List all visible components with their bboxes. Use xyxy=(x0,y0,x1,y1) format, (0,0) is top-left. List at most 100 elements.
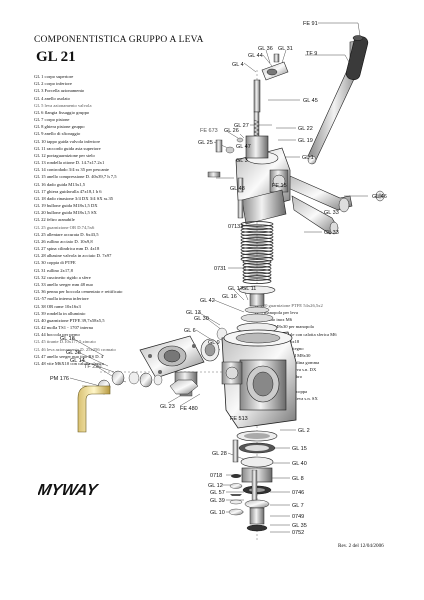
parts-list-item: GL 28 albasine valvola in acciaio D. 7x9… xyxy=(34,253,112,259)
page-title: COMPONENTISTICA GRUPPO A LEVA xyxy=(34,35,204,45)
label-gl57: GL 57 xyxy=(210,490,225,496)
label-gl4: GL 4 xyxy=(232,62,244,68)
parts-list-item: GL 14 controdado 3/4 ss 35 per pescante xyxy=(34,167,109,173)
parts-list-item: GL 8 ghiera pistone gruppo xyxy=(34,124,85,130)
spring-coil xyxy=(242,259,272,265)
label-0746: 0746 xyxy=(292,490,304,496)
parts-list-secondary-item: FE 91 vite M8x30 per manopola xyxy=(254,324,314,330)
parts-list-item: GL 19 bullone guida M18x1,5 DX xyxy=(34,203,98,209)
label-gl7: GL 7 xyxy=(292,503,304,509)
parts-list-item: GL 39 rondella in alluminio xyxy=(34,310,86,316)
parts-list-item: GL 3 Forcella azionamento xyxy=(34,88,85,94)
parts-list-item: GL 9 anello di sfioraggio xyxy=(34,131,81,137)
rings-gl9 xyxy=(200,327,228,362)
spring-coil xyxy=(240,227,274,234)
small-side-parts xyxy=(207,137,244,219)
outlet-fittings xyxy=(97,370,199,397)
label-fe673: FE 673 xyxy=(200,128,218,134)
spring-coil xyxy=(240,224,274,231)
label-gl33-b: GL 33 xyxy=(324,230,339,236)
label-fe480: FE 480 xyxy=(180,406,198,412)
label-gl1: GL 1 xyxy=(302,155,314,161)
logo-text: MYWAY xyxy=(38,481,100,499)
spring-coil xyxy=(240,243,274,250)
label-gl39: GL 39 xyxy=(210,498,225,504)
spring-coil xyxy=(240,233,274,240)
parts-list-item: GL 26 rullino acciaio D. 10x9,8 xyxy=(34,238,93,244)
parts-list-item: GL 17 ghiera guidavalla 47x18,1 h 6 xyxy=(34,188,102,194)
label-gl27: GL 27 xyxy=(234,123,249,129)
spring-coil xyxy=(242,271,272,278)
parts-list-item: GL 16 dado guida M13x1,5 xyxy=(34,181,85,187)
label-gl30: GL 30 xyxy=(194,316,209,322)
label-gl18: GL 18 xyxy=(60,336,75,342)
label-gl15: GL 15 xyxy=(292,446,307,452)
parts-list-secondary-item: FE 82 dado inox M6 xyxy=(254,317,293,323)
label-gl46: GL 46 xyxy=(372,194,387,200)
spring-coil xyxy=(240,237,274,243)
parts-list-item: GL 25 guarnizione OR D.74,5x6 xyxy=(34,224,95,230)
spring-coil xyxy=(242,262,272,269)
parts-list-item: GL 44 boccola per perno xyxy=(34,332,80,338)
parts-list-item: GL 1 corpo superiore xyxy=(34,74,74,79)
parts-list-item: GL 7 corpo pistone xyxy=(34,117,70,123)
label-gl42: GL 42 xyxy=(200,298,215,304)
parts-list-item: GL 42 molla TS1 - 1707 interna xyxy=(34,325,93,331)
parts-list-item: GL 40 guarnizione PTFE 39,7x58x5,5 xyxy=(34,317,105,323)
parts-list-item: GL 31 rullino 2x17,8 xyxy=(34,267,73,273)
lower-stack xyxy=(236,430,278,532)
parts-list-secondary-item: TF 9 manopola per leva xyxy=(254,310,298,316)
label-fe91: FE 91 xyxy=(303,21,318,27)
lever-handle xyxy=(307,35,369,165)
model-code: GL 21 xyxy=(36,49,76,65)
label-gl28: GL 28 xyxy=(212,451,227,457)
label-gl38: GL 38 xyxy=(66,350,81,356)
parts-list-secondary-item: FE 15 dado esagonale con calotta sferica… xyxy=(254,331,337,337)
parts-list-item: GL 27 spina cilindrica mm D. 4x18 xyxy=(34,246,100,252)
spring-coil xyxy=(240,246,274,253)
label-gl16: GL 16 xyxy=(222,294,237,300)
label-gl19: GL 19 xyxy=(298,138,313,144)
parts-list-item: GL 12 portaguarnizione per stelo xyxy=(34,152,95,158)
label-0749: 0749 xyxy=(292,514,304,520)
valve-column xyxy=(228,439,244,516)
spring-coil xyxy=(242,278,272,285)
lower-body xyxy=(221,329,297,429)
spring-coil xyxy=(240,240,274,247)
parts-list-item: GL 18 dado rinasione 3/4 DX 3/4 SX ss.35 xyxy=(34,195,114,201)
spring-coil xyxy=(242,265,272,272)
label-gl25: GL 25 xyxy=(198,140,213,146)
spring-coil xyxy=(242,275,272,281)
springs xyxy=(240,221,274,285)
spring-coil xyxy=(240,221,274,227)
parts-list-item: GL 38 OR rame 10x16x3 xyxy=(34,303,81,309)
label-gl36: GL 36 xyxy=(258,46,273,52)
upper-body xyxy=(235,135,291,225)
parts-list-item: GL 20 bullone guida M18x1,5 SX xyxy=(34,210,97,216)
label-gl35: GL 35 xyxy=(292,523,307,529)
flange xyxy=(139,335,205,379)
parts-list-item: GL 15 anello compressione D. 40x39,7 h 7… xyxy=(34,174,117,180)
parts-list-item: GL 46 leva azionamento D. 25x256 cromato xyxy=(34,346,116,352)
piston-group xyxy=(236,285,278,334)
label-0718: 0718 xyxy=(210,473,222,479)
label-gl26: GL 26 xyxy=(224,128,239,134)
parts-list-item: GL 4 anello asolato xyxy=(34,95,70,101)
label-fe15: FE 15 xyxy=(272,183,287,189)
label-07133: 07133 xyxy=(228,224,243,230)
parts-list-item: GL 47 anello seeger nuo tipo RS D. 4 xyxy=(34,353,104,359)
parts-list-item: GL 33 anello seeger mm 48 nuo xyxy=(34,281,94,287)
parts-list-item: GL 25 allentare accurata D. 6x43,5 xyxy=(34,231,99,237)
parts-list-item: GL 36 penna per boccola cementato e rett… xyxy=(34,289,123,295)
parts-list-item: GL 13 rondella ottone D. 14.7x17.2x1 xyxy=(34,160,105,166)
myway-logo: MYWAY xyxy=(38,481,100,499)
label-gl47: GL 47 xyxy=(236,144,251,150)
label-tf220: TF 220 xyxy=(84,364,101,370)
label-gl8: GL 8 xyxy=(292,476,304,482)
label-gl23: GL 23 xyxy=(160,404,175,410)
spring-coil xyxy=(240,230,274,237)
parts-list-item: GL 32 cuscinetto rigido a sfere xyxy=(34,274,91,280)
